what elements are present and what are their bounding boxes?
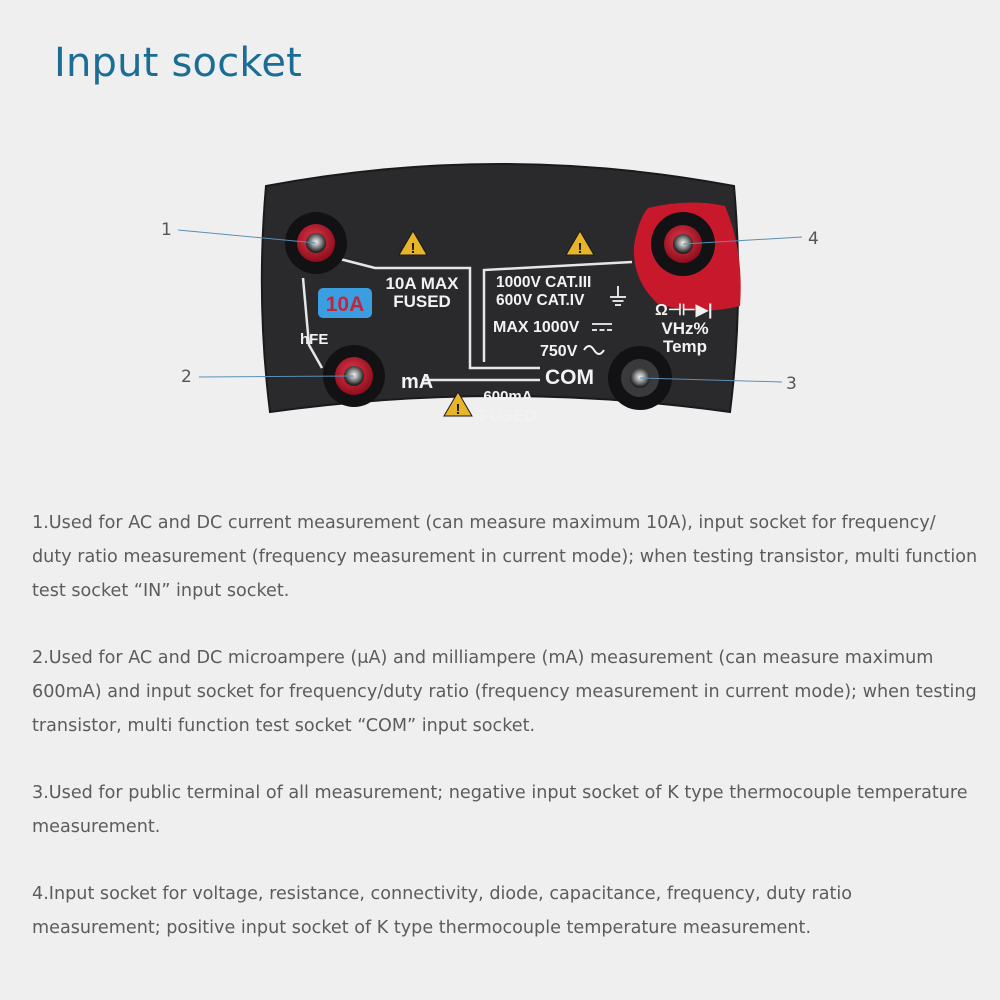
description-2: 2.Used for AC and DC microampere (μA) an… [32, 648, 977, 736]
label-com: COM [545, 366, 594, 389]
label-vhz: VHz% [661, 319, 708, 338]
input-socket-diagram: ! ! ! 10A 10A MAX FUSED hFE mA 600mA FUS… [161, 163, 819, 425]
callout-2: 2 [181, 367, 192, 387]
warning-icon: ! [398, 230, 428, 257]
label-max-dc: MAX 1000V [493, 319, 580, 336]
label-ac: 750V [540, 343, 578, 360]
warning-icon: ! [443, 391, 473, 418]
circuit-lines [301, 257, 633, 382]
ac-symbol-icon [583, 345, 605, 355]
meter-panel [260, 163, 740, 414]
label-symbols: Ω⊣⊢▶| [655, 302, 712, 319]
label-temp: Temp [663, 337, 707, 356]
svg-text:!: ! [456, 401, 461, 418]
label-fused-2: FUSED [479, 406, 537, 425]
label-ma: mA [401, 371, 433, 393]
ground-icon [610, 286, 626, 306]
description-1: 1.Used for AC and DC current measurement… [32, 513, 978, 601]
callout-lines [177, 229, 803, 383]
label-600ma: 600mA [483, 388, 532, 405]
callout-4: 4 [808, 229, 819, 249]
warning-icon: ! [565, 230, 595, 257]
label-hfe: hFE [300, 331, 328, 348]
callout-3: 3 [786, 374, 797, 394]
label-cat4: 600V CAT.IV [496, 292, 585, 309]
svg-text:!: ! [411, 240, 416, 257]
description-3: 3.Used for public terminal of all measur… [32, 783, 968, 837]
page-title: Input socket [54, 40, 303, 86]
label-fused-1: FUSED [393, 292, 451, 311]
svg-text:!: ! [578, 240, 583, 257]
badge-10a [318, 288, 372, 318]
dc-symbol-icon [592, 323, 612, 331]
label-10a-max: 10A MAX [385, 274, 459, 293]
badge-10a-label: 10A [326, 293, 365, 316]
callout-1: 1 [161, 220, 172, 240]
description-4: 4.Input socket for voltage, resistance, … [32, 884, 853, 938]
label-cat3: 1000V CAT.III [496, 274, 591, 291]
